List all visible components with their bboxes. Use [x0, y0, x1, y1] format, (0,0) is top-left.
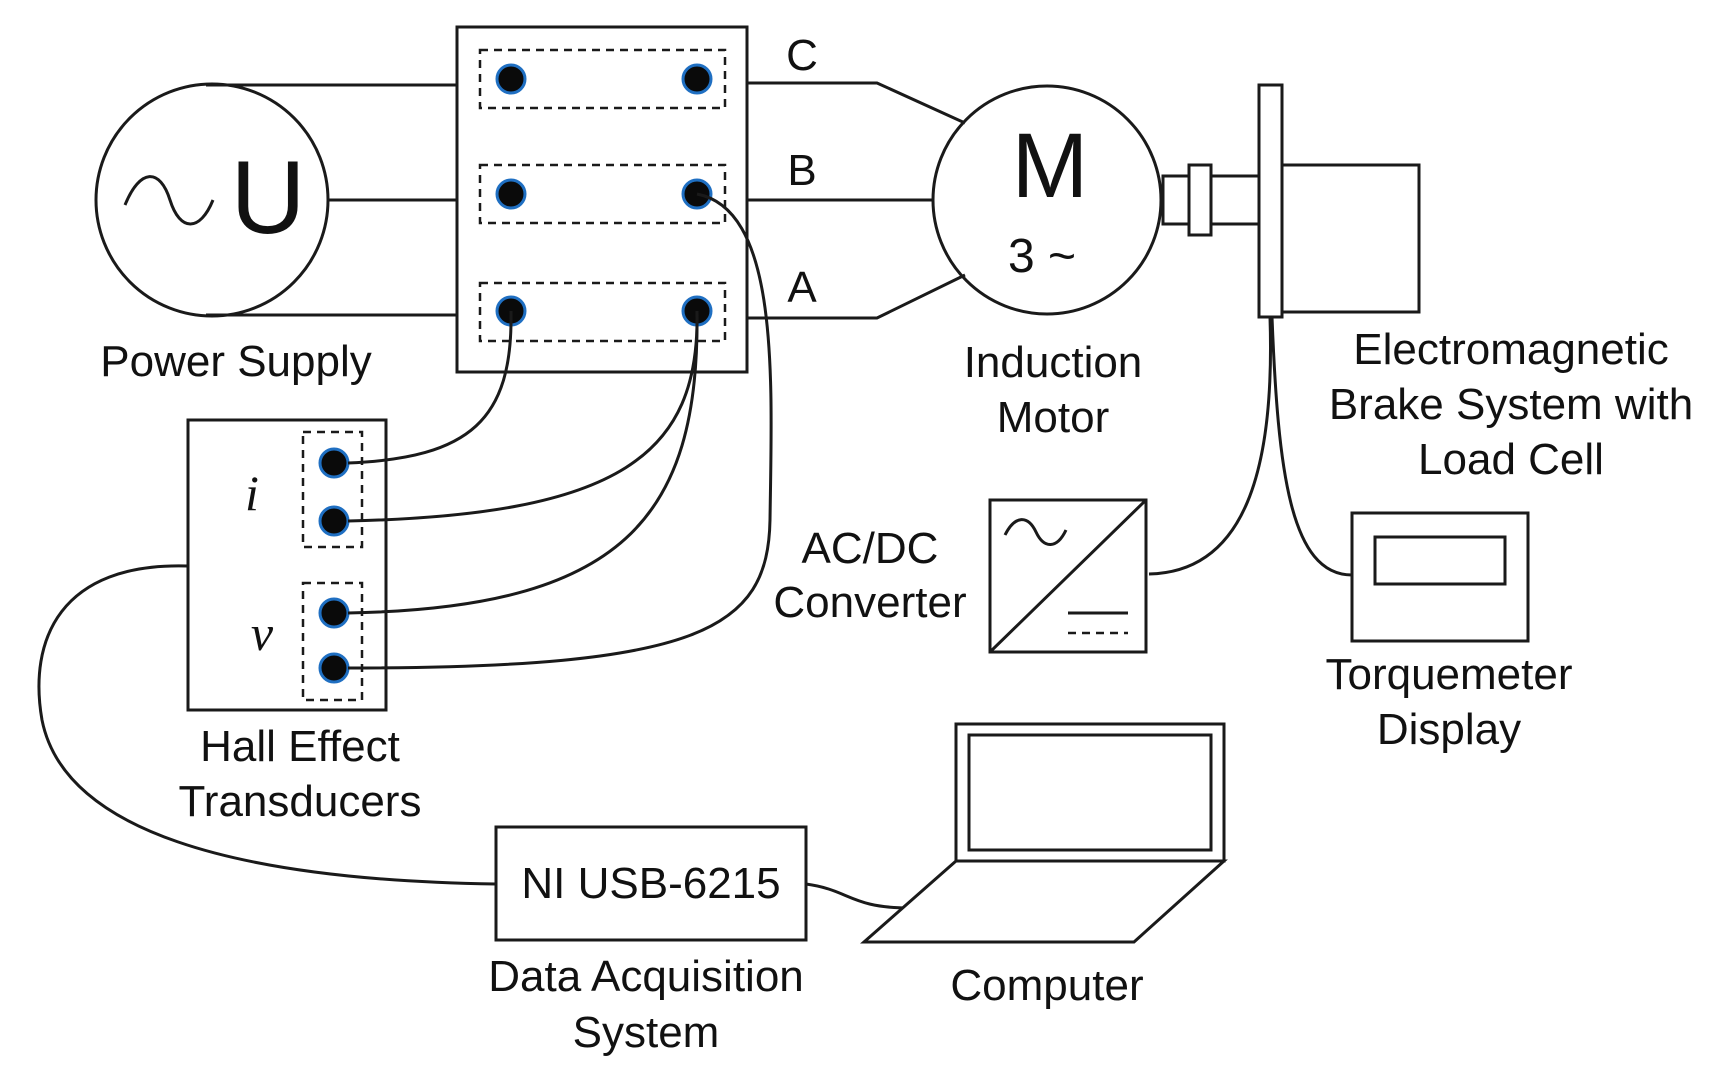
hall-label-line1: Hall Effect [200, 722, 400, 771]
hall-label-line2: Transducers [179, 777, 422, 826]
voltage-terminals-group [301, 581, 364, 702]
torquemeter-label-line1: Torquemeter [1325, 650, 1572, 699]
computer: Computer [860, 722, 1228, 1010]
daq-box [494, 825, 808, 942]
converter-label-line2: Converter [773, 578, 966, 627]
daq-label-line1: Data Acquisition [488, 952, 804, 1001]
brake-label-line1: Electromagnetic [1353, 325, 1668, 374]
converter-diagonal [988, 498, 1148, 654]
terminal-group-c [478, 48, 727, 110]
shaft-left [1161, 174, 1191, 226]
current-terminal-1 [318, 447, 350, 479]
phase-lines [747, 81, 966, 320]
terminal-c-out [681, 63, 713, 95]
motor-label-line1: Induction [964, 338, 1143, 387]
terminal-c-in [495, 63, 527, 95]
phase-b-label: B [787, 146, 816, 195]
brake-system: Electromagnetic Brake System with Load C… [1257, 83, 1693, 484]
brake-disc [1257, 83, 1284, 319]
voltage-terminal-1 [318, 597, 350, 629]
torquemeter-label-line2: Display [1377, 705, 1521, 754]
motor-phase-symbol: 3 ~ [1008, 230, 1076, 283]
terminal-b-in [495, 178, 527, 210]
coupling [1187, 163, 1213, 237]
current-symbol: i [245, 465, 259, 521]
daq-to-computer-cable [805, 882, 911, 910]
brake-label-line2: Brake System with [1329, 380, 1693, 429]
motor-label-line2: Motor [997, 393, 1109, 442]
power-supply-label: Power Supply [100, 337, 371, 386]
ac-wave-icon [1003, 518, 1068, 546]
phase-c-label: C [786, 31, 818, 80]
sine-wave-icon [123, 175, 215, 226]
current-terminal-2 [318, 505, 350, 537]
power-supply: U Power Supply [94, 82, 372, 386]
daq-label-line2: System [573, 1008, 720, 1057]
torquemeter-screen [1373, 535, 1507, 586]
terminal-group-a [478, 281, 727, 343]
hall-box [186, 418, 388, 712]
voltage-symbol: v [251, 605, 274, 661]
motor-circle [931, 84, 1163, 316]
converter-cable [1148, 316, 1272, 576]
laptop-base [860, 859, 1228, 944]
daq-device-label: NI USB-6215 [521, 859, 780, 908]
voltage-terminal-2 [318, 652, 350, 684]
current-terminals-group [301, 430, 364, 549]
laptop-screen [967, 733, 1213, 852]
data-acquisition-system: NI USB-6215 Data Acquisition System [488, 825, 808, 1057]
terminal-group-b [478, 163, 727, 225]
shaft-right [1209, 174, 1261, 226]
motor-symbol: M [1012, 115, 1089, 217]
phase-a-label: A [787, 263, 817, 312]
acdc-converter: AC/DC Converter [773, 498, 1148, 654]
power-supply-symbol: U [230, 140, 305, 256]
torquemeter-cable [1270, 316, 1353, 577]
torquemeter-display: Torquemeter Display [1325, 511, 1573, 754]
computer-label: Computer [950, 961, 1143, 1010]
measurement-cables [347, 192, 773, 670]
converter-label-line1: AC/DC [802, 524, 939, 573]
brake-label-line3: Load Cell [1418, 435, 1604, 484]
hall-effect-transducers: i v Hall Effect Transducers [179, 418, 422, 826]
supply-wires [206, 83, 457, 317]
brake-body [1280, 163, 1421, 314]
terminal-box [455, 25, 749, 374]
shaft-coupling [1161, 163, 1261, 237]
induction-motor: M 3 ~ Induction Motor [931, 84, 1163, 442]
hall-to-daq-cable [37, 564, 497, 886]
